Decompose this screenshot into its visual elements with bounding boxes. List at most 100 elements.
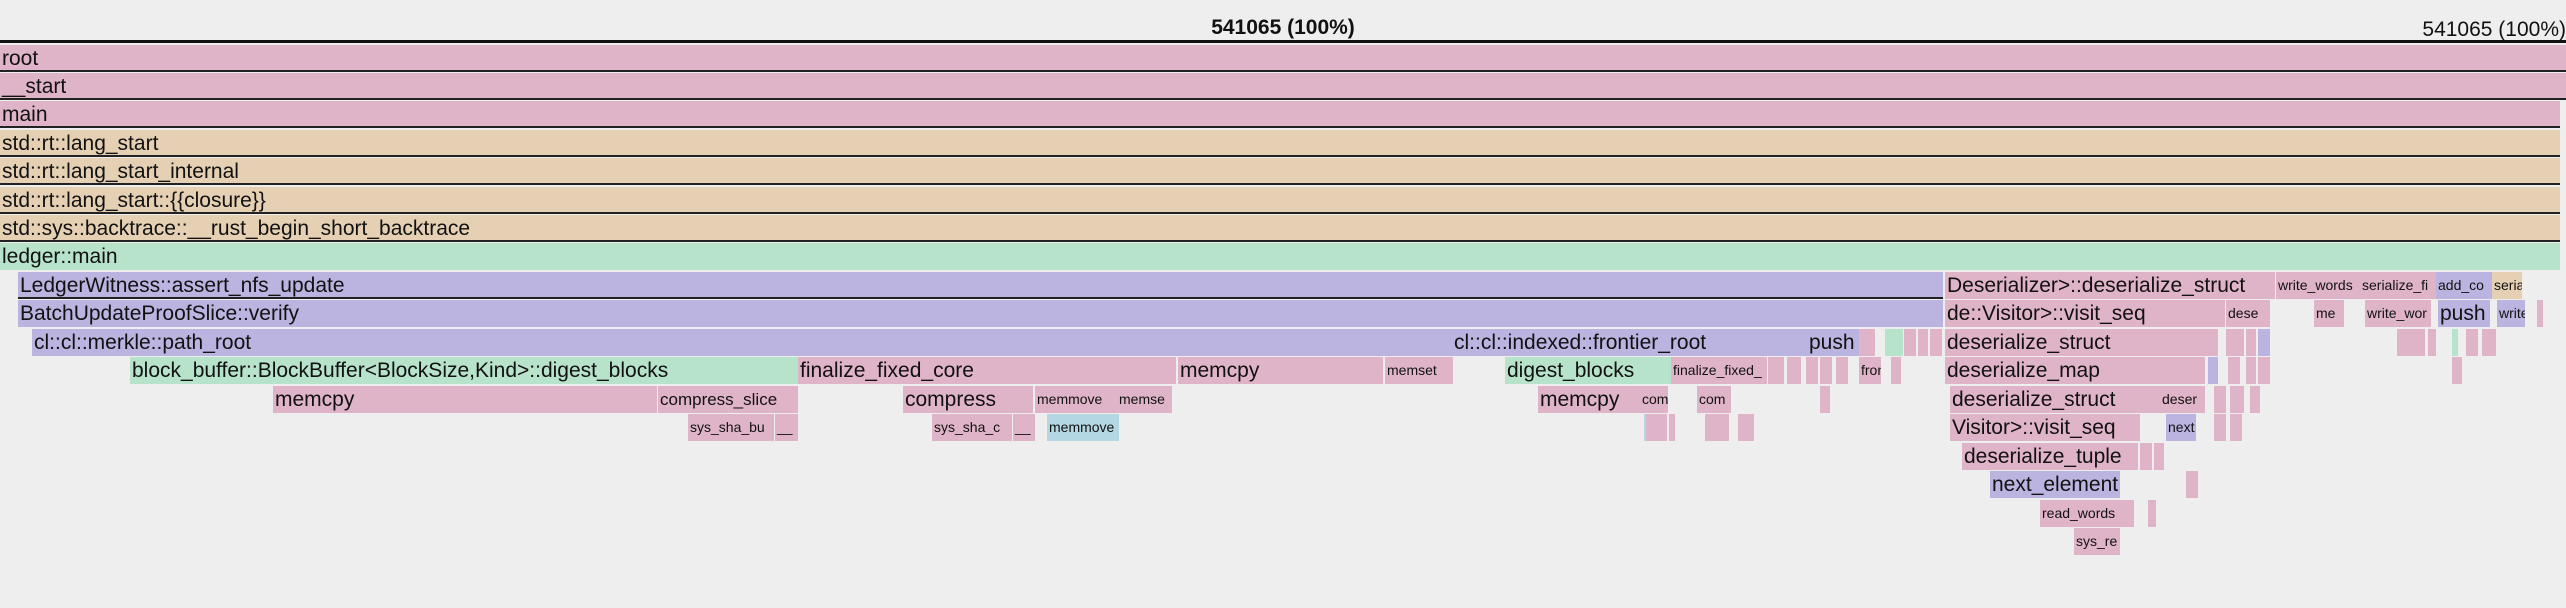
- frame-unlabeled[interactable]: [2208, 357, 2218, 384]
- frame-push[interactable]: push: [2438, 300, 2490, 327]
- frame-unlabeled[interactable]: [2214, 414, 2226, 441]
- frame-memse[interactable]: memse: [1117, 386, 1172, 413]
- frame-unlabeled[interactable]: [2258, 329, 2270, 356]
- frame-root[interactable]: root: [0, 45, 2566, 72]
- frame-read-words[interactable]: read_words: [2040, 500, 2124, 527]
- frame-cl-cl-merkle-path-root[interactable]: cl::cl::merkle::path_root: [32, 329, 1452, 356]
- frame-unlabeled[interactable]: [2452, 329, 2458, 356]
- frame-unlabeled[interactable]: [1738, 414, 1754, 441]
- frame-com[interactable]: com: [1697, 386, 1731, 413]
- frame-unlabeled[interactable]: [1885, 329, 1903, 356]
- frame-sys-sha-c[interactable]: sys_sha_c: [932, 414, 1012, 441]
- frame-me[interactable]: me: [2314, 300, 2344, 327]
- frame-unlabeled[interactable]: [1787, 357, 1801, 384]
- frame-compress-slice[interactable]: compress_slice: [658, 386, 798, 413]
- frame-cl-cl-indexed-frontier-root[interactable]: cl::cl::indexed::frontier_root: [1452, 329, 1807, 356]
- frame-unlabeled[interactable]: [1806, 357, 1818, 384]
- frame-unlabeled[interactable]: [2246, 357, 2256, 384]
- frame-std-rt-lang-start[interactable]: std::rt::lang_start: [0, 130, 2560, 157]
- total-samples-title: 541065 (100%): [1211, 16, 1355, 39]
- frame-ledger-main[interactable]: ledger::main: [0, 243, 2560, 270]
- frame-std-sys-backtrace-rust-begin-short-backtrace[interactable]: std::sys::backtrace::__rust_begin_short_…: [0, 215, 2560, 242]
- frame-seria[interactable]: seria: [2492, 272, 2522, 299]
- frame-unlabeled[interactable]: [2246, 329, 2256, 356]
- frame-[interactable]: __: [1013, 414, 1035, 441]
- frame-unlabeled[interactable]: [2154, 443, 2164, 470]
- frame-unlabeled[interactable]: [2214, 386, 2226, 413]
- frame-write[interactable]: write: [2497, 300, 2525, 327]
- frame-dese[interactable]: dese: [2226, 300, 2270, 327]
- frame-deserialize-struct[interactable]: deserialize_struct: [1945, 329, 2218, 356]
- frame-visitor-visit-seq[interactable]: Visitor>::visit_seq: [1950, 414, 2140, 441]
- frame-ledgerwitness-assert-nfs-update[interactable]: LedgerWitness::assert_nfs_update: [18, 272, 1943, 299]
- header-divider: [0, 40, 2566, 43]
- frame-unlabeled[interactable]: [2428, 329, 2436, 356]
- frame-comp[interactable]: comp: [1640, 386, 1668, 413]
- frame-batchupdateproofslice-verify[interactable]: BatchUpdateProofSlice::verify: [18, 300, 1943, 327]
- frame-unlabeled[interactable]: [1820, 386, 1830, 413]
- frame-unlabeled[interactable]: [1705, 414, 1729, 441]
- frame-unlabeled[interactable]: [2537, 300, 2543, 327]
- frame-unlabeled[interactable]: [2230, 414, 2242, 441]
- frame-finalize-fixed[interactable]: finalize_fixed_: [1671, 357, 1767, 384]
- frame-push[interactable]: push: [1807, 329, 1859, 356]
- frame-memset[interactable]: memset: [1385, 357, 1453, 384]
- frame-serialize-fi[interactable]: serialize_fi: [2360, 272, 2436, 299]
- frame-de-visitor-visit-seq[interactable]: de::Visitor>::visit_seq: [1945, 300, 2225, 327]
- frame-deserialize-struct[interactable]: deserialize_struct: [1950, 386, 2160, 413]
- frame-unlabeled[interactable]: [2466, 329, 2478, 356]
- frame-memmove[interactable]: memmove: [1047, 414, 1119, 441]
- frame-unlabeled[interactable]: [1836, 357, 1848, 384]
- frame-memcpy[interactable]: memcpy: [273, 386, 657, 413]
- frame-unlabeled[interactable]: [1918, 329, 1928, 356]
- frame-unlabeled[interactable]: [1859, 329, 1875, 356]
- flamegraph-header: 541065 (100%) 541065 (100%): [0, 0, 2566, 43]
- frame-memcpy[interactable]: memcpy: [1538, 386, 1640, 413]
- frame-unlabeled[interactable]: [2124, 500, 2134, 527]
- frame-unlabeled[interactable]: [1930, 329, 1942, 356]
- frame-sys-sha-bu[interactable]: sys_sha_bu: [688, 414, 774, 441]
- frame-write-words[interactable]: write_words: [2276, 272, 2360, 299]
- frame-std-rt-lang-start-internal[interactable]: std::rt::lang_start_internal: [0, 158, 2560, 185]
- frame-unlabeled[interactable]: [2186, 471, 2198, 498]
- frame-next-element[interactable]: next_element: [1990, 471, 2120, 498]
- frame-main[interactable]: main: [0, 101, 2560, 128]
- frame-unlabeled[interactable]: [2140, 443, 2152, 470]
- frame-unlabeled[interactable]: [2228, 357, 2240, 384]
- frame-block-buffer-blockbuffer-blocksize-kind-digest-blocks[interactable]: block_buffer::BlockBuffer<BlockSize,Kind…: [130, 357, 800, 384]
- frame-next[interactable]: next: [2166, 414, 2196, 441]
- frame-unlabeled[interactable]: [2230, 386, 2244, 413]
- frame-std-rt-lang-start-closure[interactable]: std::rt::lang_start::{{closure}}: [0, 187, 2560, 214]
- frame-memcpy[interactable]: memcpy: [1178, 357, 1383, 384]
- frame-unlabeled[interactable]: [1644, 414, 1646, 441]
- frame-digest-blocks[interactable]: digest_blocks: [1505, 357, 1671, 384]
- total-samples-right-label: 541065 (100%): [2422, 18, 2566, 41]
- frame-unlabeled[interactable]: [1891, 357, 1901, 384]
- frame-unlabeled[interactable]: [2397, 329, 2425, 356]
- frame-unlabeled[interactable]: [2258, 357, 2270, 384]
- frame-sys-re[interactable]: sys_re: [2074, 528, 2120, 555]
- frame-write-wor[interactable]: write_wor: [2365, 300, 2431, 327]
- frame-unlabeled[interactable]: [2250, 386, 2260, 413]
- frame-unlabeled[interactable]: [1768, 357, 1784, 384]
- frame-unlabeled[interactable]: [2482, 329, 2496, 356]
- frame-unlabeled[interactable]: [1820, 357, 1832, 384]
- frame-deserializer-deserialize-struct[interactable]: Deserializer>::deserialize_struct: [1945, 272, 2275, 299]
- frame-unlabeled[interactable]: [2226, 329, 2244, 356]
- frame-unlabeled[interactable]: [2148, 500, 2156, 527]
- frame-deserialize-tuple[interactable]: deserialize_tuple: [1962, 443, 2138, 470]
- frame-unlabeled[interactable]: [1669, 414, 1675, 441]
- frame-fron[interactable]: fron: [1859, 357, 1881, 384]
- frame-unlabeled[interactable]: [2452, 357, 2462, 384]
- frame-compress[interactable]: compress: [903, 386, 1033, 413]
- frame-deserialize-map[interactable]: deserialize_map: [1945, 357, 2205, 384]
- frame-unlabeled[interactable]: [1645, 414, 1667, 441]
- frame-finalize-fixed-core[interactable]: finalize_fixed_core: [798, 357, 1176, 384]
- frame-unlabeled[interactable]: [1904, 329, 1916, 356]
- frame-start[interactable]: __start: [0, 73, 2566, 100]
- frame-add-co[interactable]: add_co: [2436, 272, 2492, 299]
- frame-deser[interactable]: deser: [2160, 386, 2205, 413]
- frame-[interactable]: __: [775, 414, 798, 441]
- frame-memmove[interactable]: memmove: [1035, 386, 1117, 413]
